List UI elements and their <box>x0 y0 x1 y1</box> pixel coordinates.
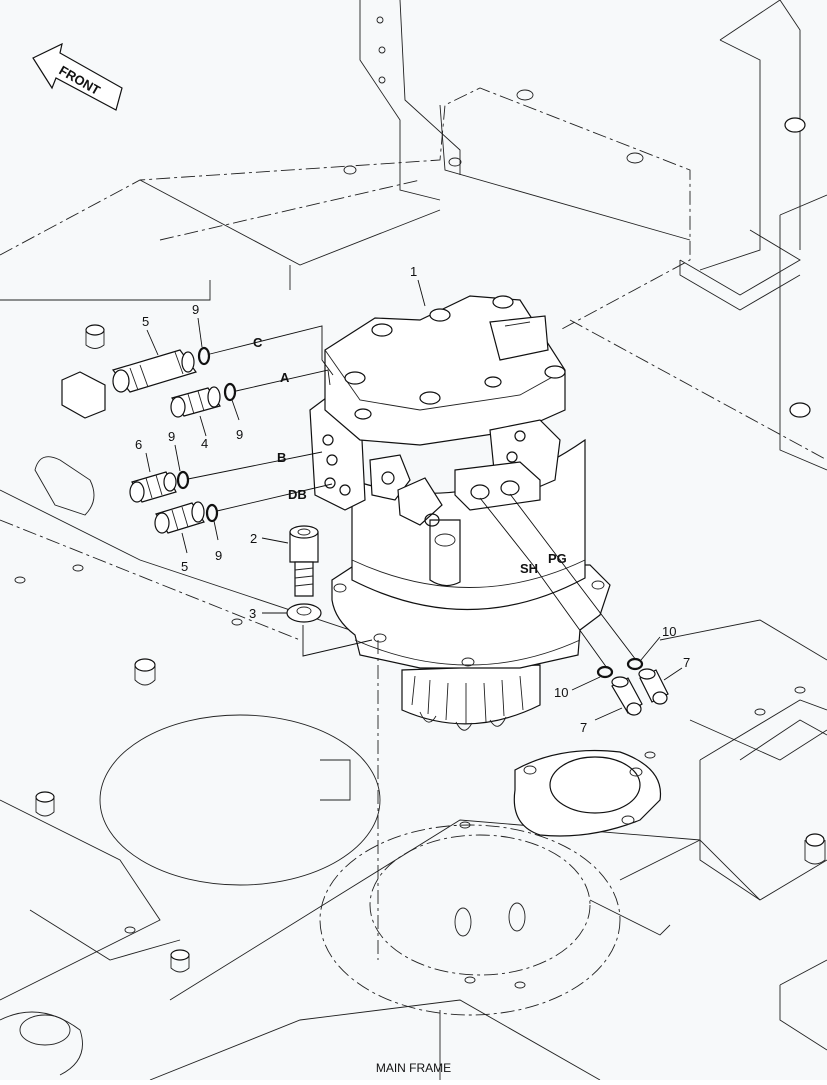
o-ring-9b <box>223 382 237 402</box>
front-arrow: FRONT <box>32 42 123 111</box>
main-frame-caption: MAIN FRAME <box>375 1061 452 1075</box>
o-ring-10-upper <box>626 657 644 671</box>
swing-motor <box>309 295 611 731</box>
o-ring-9d <box>205 503 219 523</box>
callout-9-right: 9 <box>236 427 243 442</box>
fitting-part-7-left <box>611 676 643 716</box>
bolt-part-2 <box>289 525 319 597</box>
fitting-part-4 <box>170 386 221 418</box>
port-label-SH: SH <box>520 561 538 576</box>
callout-3: 3 <box>249 606 256 621</box>
callout-1: 1 <box>410 264 417 279</box>
callout-labels: 1 2 3 4 5 5 6 7 7 9 9 9 9 10 10 C A B DB… <box>135 264 690 735</box>
callout-9-top: 9 <box>192 302 199 317</box>
callout-4: 4 <box>201 436 208 451</box>
callout-10-lower: 10 <box>554 685 568 700</box>
leader-lines <box>145 279 683 960</box>
port-label-PG: PG <box>548 551 567 566</box>
callout-2: 2 <box>250 531 257 546</box>
washer-part-3 <box>286 603 322 623</box>
o-ring-9a <box>197 346 211 366</box>
port-label-DB: DB <box>288 487 307 502</box>
fitting-part-6 <box>129 471 177 503</box>
callout-9-bottom: 9 <box>215 548 222 563</box>
port-label-B: B <box>277 450 286 465</box>
o-ring-9c <box>176 470 190 490</box>
callout-5-lower: 5 <box>181 559 188 574</box>
port-label-A: A <box>280 370 290 385</box>
o-ring-10-lower <box>596 665 614 679</box>
fitting-part-5-lower <box>154 501 205 534</box>
callout-9-mid: 9 <box>168 429 175 444</box>
callout-5-upper: 5 <box>142 314 149 329</box>
fitting-part-7-right <box>638 668 669 705</box>
callout-7-upper: 7 <box>683 655 690 670</box>
callout-6: 6 <box>135 437 142 452</box>
callout-10-upper: 10 <box>662 624 676 639</box>
fitting-part-5-upper <box>111 349 197 393</box>
port-label-C: C <box>253 335 263 350</box>
callout-7-lower: 7 <box>580 720 587 735</box>
